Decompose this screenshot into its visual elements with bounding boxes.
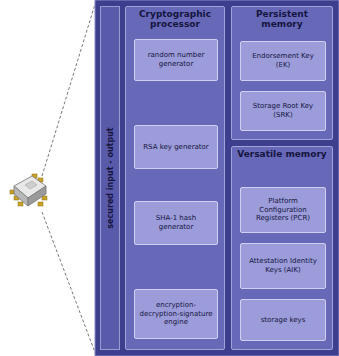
box-label: Storage Root Key (SRK) [244,102,322,120]
function-box: SHA-1 hash generator [134,201,218,245]
function-box: Storage Root Key (SRK) [240,91,326,131]
io-band: secured input - output [100,6,120,350]
box-label: encryption-decryption-signature engine [138,301,214,327]
box-label: Attestation Identity Keys (AIK) [244,257,322,275]
panel-heading: Persistent memory [232,7,332,30]
function-box: random number generator [134,39,218,81]
module-panel: Versatile memoryPlatform Configuration R… [231,146,333,350]
box-label: storage keys [261,316,306,325]
zoom-line [42,1,96,176]
box-label: Endorsement Key (EK) [244,52,322,70]
box-label: SHA-1 hash generator [138,214,214,232]
panel-heading: Versatile memory [232,147,332,160]
function-box: RSA key generator [134,125,218,169]
zoom-line [42,212,96,355]
box-label: Platform Configuration Registers (PCR) [244,197,322,223]
function-box: storage keys [240,299,326,341]
chip-icon [10,174,47,206]
function-box: Platform Configuration Registers (PCR) [240,187,326,233]
box-label: RSA key generator [143,143,209,152]
function-box: Endorsement Key (EK) [240,41,326,81]
tpm-panel [95,0,339,356]
module-panel: Cryptographic processor random number gen… [125,6,225,350]
module-panel: Persistent memoryEndorsement Key (EK) Sto… [231,6,333,140]
band-label: secured input - output [106,127,115,228]
panel-heading: Cryptographic processor [126,7,224,30]
function-box: encryption-decryption-signature engine [134,289,218,339]
function-box: Attestation Identity Keys (AIK) [240,243,326,289]
box-label: random number generator [138,51,214,69]
